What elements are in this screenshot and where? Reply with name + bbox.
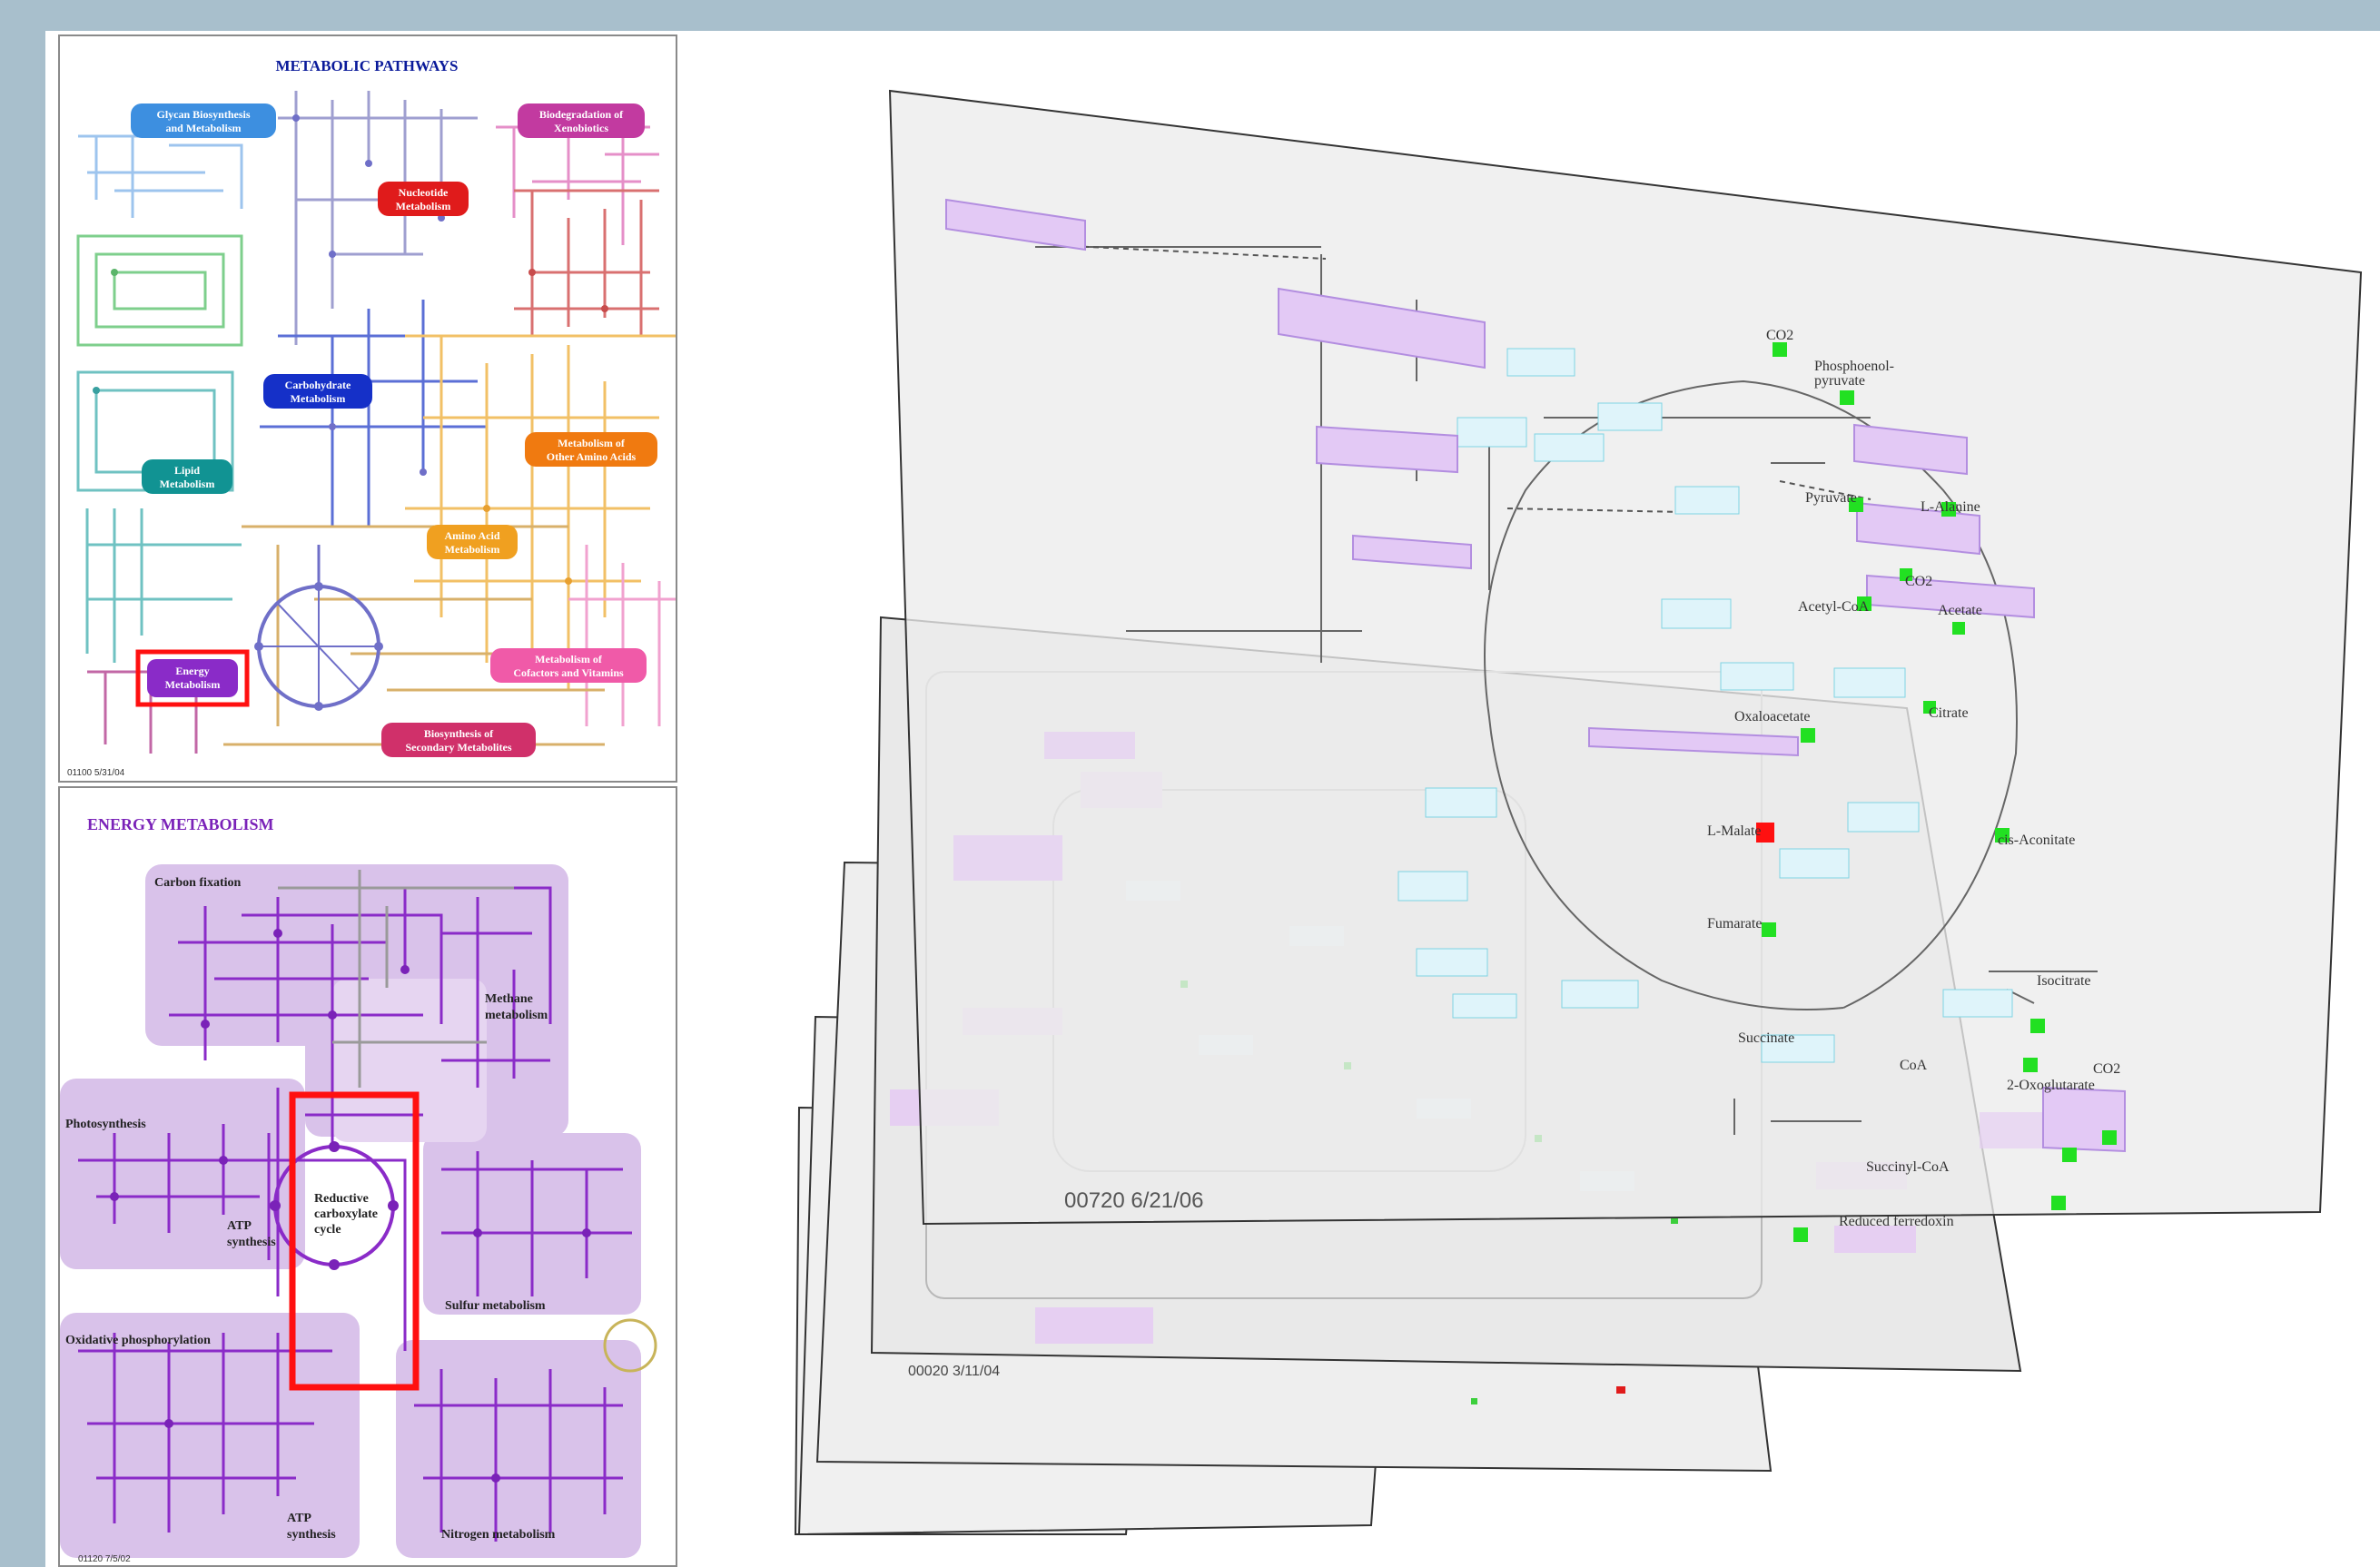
svg-text:Cofactors and Vitamins: Cofactors and Vitamins [513, 666, 624, 679]
compound-nodes [1762, 342, 2117, 1242]
label-carbon-fixation: Carbon fixation [154, 876, 242, 890]
svg-text:Xenobiotics: Xenobiotics [554, 122, 608, 134]
layer1-stamp: 00720 6/21/06 [1064, 1188, 1203, 1213]
label-co2-right: CO2 [2093, 1061, 2120, 1077]
energy-yellow-ring [603, 1318, 657, 1373]
overview-map-canvas: METABOLIC PATHWAYS Glycan Biosynthesis a… [67, 57, 676, 778]
svg-text:and Metabolism: and Metabolism [165, 122, 241, 134]
label-nitrogen: Nitrogen metabolism [441, 1528, 556, 1542]
enzyme-boxes [1397, 348, 2013, 1063]
label-co2-top: CO2 [1766, 328, 1793, 343]
svg-text:Biosynthesis of: Biosynthesis of [424, 727, 494, 740]
label-ferredoxin: Reduced ferredoxin [1839, 1214, 1954, 1229]
layer2-stamp: 00020 3/11/04 [908, 1364, 1000, 1379]
category-other-amino-acids[interactable]: Metabolism of Other Amino Acids [525, 432, 657, 467]
energy-nodes [110, 929, 591, 1483]
label-acetyl-coa: Acetyl-CoA [1798, 599, 1870, 615]
svg-text:Metabolism of: Metabolism of [558, 437, 626, 449]
svg-text:Energy: Energy [175, 665, 209, 677]
label-coa: CoA [1900, 1058, 1928, 1073]
label-alanine: L-Alanine [1921, 499, 1980, 515]
category-cofactors[interactable]: Metabolism of Cofactors and Vitamins [490, 648, 647, 683]
label-succinyl-coa: Succinyl-CoA [1866, 1159, 1950, 1175]
label-fumarate: Fumarate [1707, 916, 1762, 931]
category-energy[interactable]: Energy Metabolism [135, 649, 250, 707]
top-border-bar [0, 0, 2380, 31]
svg-text:Metabolism: Metabolism [160, 478, 215, 490]
label-pyruvate: Pyruvate [1805, 490, 1857, 506]
svg-text:Metabolism: Metabolism [165, 678, 221, 691]
label-pep: Phosphoenol-pyruvate [1814, 359, 1894, 389]
svg-text:Carbohydrate: Carbohydrate [285, 379, 351, 391]
svg-text:Metabolism of: Metabolism of [535, 653, 603, 665]
label-isocitrate: Isocitrate [2037, 973, 2091, 989]
label-acetate: Acetate [1938, 603, 1982, 618]
category-xenobiotics[interactable]: Biodegradation of Xenobiotics [518, 103, 645, 138]
left-border-bar [0, 31, 45, 1567]
label-succinate: Succinate [1738, 1030, 1794, 1046]
label-malate: L-Malate [1707, 823, 1762, 839]
category-lipid[interactable]: Lipid Metabolism [142, 459, 232, 494]
overview-nodes [93, 114, 608, 711]
label-oxaloacetate: Oxaloacetate [1734, 709, 1811, 724]
svg-text:Metabolism: Metabolism [445, 543, 500, 556]
label-citrate: Citrate [1929, 705, 1969, 721]
category-amino-acid[interactable]: Amino Acid Metabolism [427, 525, 518, 559]
energy-metabolism-map[interactable]: ENERGY METABOLISM Carbon fixation Methan… [58, 786, 677, 1567]
label-oxidative: Oxidative phosphorylation [65, 1334, 211, 1347]
layer-1-citrate-cycle[interactable]: CO2 Phosphoenol-pyruvate Pyruvate L-Alan… [888, 89, 2363, 1242]
svg-text:Amino Acid: Amino Acid [444, 529, 499, 542]
overview-footer: 01100 5/31/04 [67, 768, 125, 778]
compound-labels: CO2 Phosphoenol-pyruvate Pyruvate L-Alan… [1707, 328, 2120, 1229]
svg-text:Other Amino Acids: Other Amino Acids [547, 450, 637, 463]
label-sulfur: Sulfur metabolism [445, 1299, 546, 1313]
category-nucleotide[interactable]: Nucleotide Metabolism [378, 182, 469, 216]
energy-map-canvas: ENERGY METABOLISM Carbon fixation Methan… [60, 815, 657, 1564]
category-secondary-metabolites[interactable]: Biosynthesis of Secondary Metabolites [381, 723, 536, 757]
label-co2-mid: CO2 [1905, 574, 1932, 589]
label-photosynthesis: Photosynthesis [65, 1118, 146, 1131]
l-malate-red-node [1756, 823, 1774, 843]
category-carbohydrate[interactable]: Carbohydrate Metabolism [263, 374, 372, 409]
overview-title: METABOLIC PATHWAYS [275, 57, 458, 74]
svg-text:Biodegradation of: Biodegradation of [539, 108, 624, 121]
reductive-cycle-highlight[interactable] [289, 1091, 420, 1391]
svg-text:Metabolism: Metabolism [396, 200, 451, 212]
label-oxoglutarate: 2-Oxoglutarate [2007, 1078, 2095, 1093]
stacked-pathway-layers-view[interactable]: 00020 3/11/04 [781, 82, 2380, 1567]
svg-text:Glycan Biosynthesis: Glycan Biosynthesis [156, 108, 250, 121]
svg-text:Lipid: Lipid [174, 464, 200, 477]
layer-stack-canvas: 00020 3/11/04 [794, 89, 2363, 1536]
energy-footer: 01120 7/5/02 [78, 1554, 131, 1564]
svg-text:Nucleotide: Nucleotide [399, 186, 449, 199]
energy-title: ENERGY METABOLISM [87, 815, 274, 833]
svg-text:Metabolism: Metabolism [291, 392, 346, 405]
metabolic-pathways-overview-map[interactable]: METABOLIC PATHWAYS Glycan Biosynthesis a… [58, 34, 677, 783]
category-glycan[interactable]: Glycan Biosynthesis and Metabolism [131, 103, 276, 138]
label-cis-aconitate: cis-Aconitate [1998, 833, 2075, 848]
energy-gray-lines [278, 870, 514, 1088]
svg-text:Secondary Metabolites: Secondary Metabolites [406, 741, 512, 754]
